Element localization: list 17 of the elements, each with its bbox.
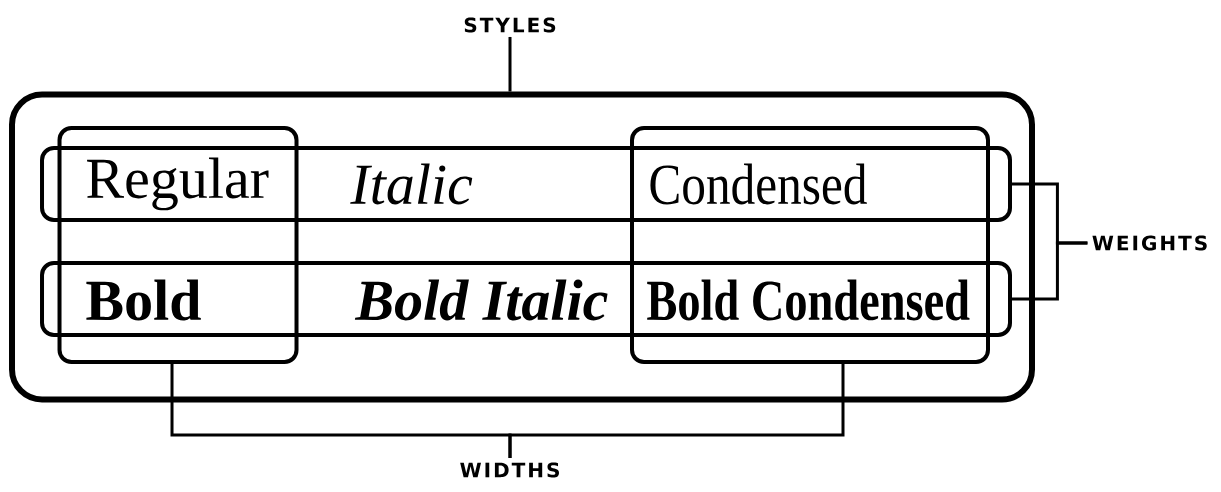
sample-text: Italic bbox=[350, 163, 473, 205]
bracket-line bbox=[508, 364, 845, 459]
rounded-box bbox=[40, 146, 1012, 222]
heading-label: WEIGHTS bbox=[1092, 235, 1207, 251]
sample-text: Bold Italic bbox=[354, 279, 608, 321]
heading-label: STYLES bbox=[464, 17, 556, 33]
sample-text: Bold Condensed bbox=[647, 279, 970, 321]
rounded-box bbox=[57, 126, 299, 364]
sample-text: Regular bbox=[87, 157, 269, 211]
rounded-box bbox=[40, 261, 1012, 337]
leader-line bbox=[508, 36, 512, 92]
sample-text: Condensed bbox=[650, 163, 867, 205]
sample-text: Bold bbox=[86, 279, 201, 321]
heading-label: WIDTHS bbox=[460, 462, 559, 478]
rounded-box bbox=[630, 126, 990, 364]
rounded-box bbox=[9, 91, 1035, 403]
bracket-line bbox=[1012, 241, 1088, 301]
